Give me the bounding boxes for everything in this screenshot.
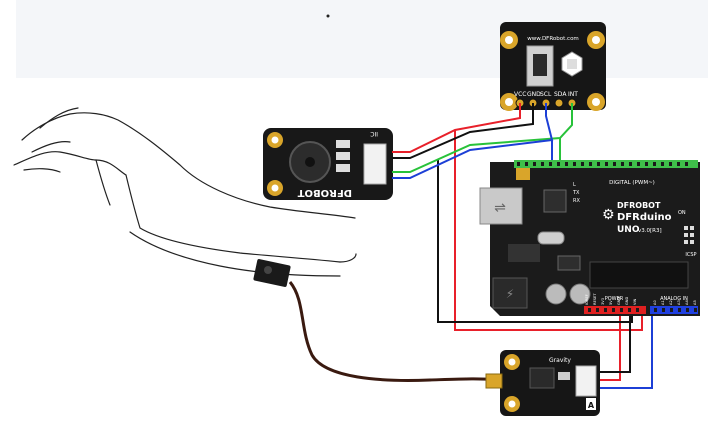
analog-header <box>650 306 698 314</box>
rx-label: RX <box>573 198 580 204</box>
power-pin-label: IOREF <box>585 294 589 305</box>
oled-pin-label: SCL <box>540 91 552 98</box>
power-pin-label: VIN <box>633 298 637 305</box>
power-label: POWER <box>605 296 624 302</box>
analog-pin-label: A0 <box>653 300 657 305</box>
analog-pin-label: A4 <box>685 300 689 305</box>
board-brand: DFROBOT <box>617 201 661 210</box>
tx-label: TX <box>572 190 580 196</box>
board-model: UNO <box>617 225 640 235</box>
board-version: v3.0[R3] <box>638 228 662 234</box>
wire-black-sensor <box>600 312 631 373</box>
oled-module: www.DFRobot.com VCC GND SCL SDA INT <box>500 22 606 111</box>
power-pin-label: GND <box>617 297 621 305</box>
wire-blue-scl <box>392 103 554 179</box>
buzzer-brand: DFROBOT <box>298 187 352 198</box>
arm-drawing <box>13 107 357 277</box>
wire-black-gnd <box>392 103 534 159</box>
l-label: L <box>573 182 576 188</box>
oled-pin-label: INT <box>568 91 578 98</box>
oled-pin-label: VCC <box>514 91 526 98</box>
mcu-chip <box>589 261 689 289</box>
power-jack <box>492 277 528 309</box>
gravity-sensor-module: Gravity A <box>485 350 600 416</box>
wires <box>392 103 653 389</box>
power-pin-label: 3V3 <box>601 298 605 305</box>
arduino-board: DIGITAL (PWM~) ⇌ ⚡ ⚙ DFROBOT DFRduino UN… <box>479 160 700 316</box>
power-pin-label: 5V <box>609 300 613 305</box>
sensor-cable <box>288 281 499 382</box>
oled-brand: www.DFRobot.com <box>527 36 579 42</box>
analog-label: ANALOG IN <box>660 296 688 302</box>
svg-text:⇌: ⇌ <box>494 200 506 216</box>
dot-mark <box>326 14 330 18</box>
oled-pin-label: SDA <box>554 91 567 98</box>
usb-port <box>479 187 523 225</box>
power-pin-label: GND <box>625 297 629 305</box>
wire-blue-analog <box>600 312 653 389</box>
icsp-label: ICSP <box>685 252 696 258</box>
analog-pin-label: A1 <box>661 300 665 305</box>
skin-sensor <box>253 259 291 287</box>
digital-label: DIGITAL (PWM~) <box>609 180 655 186</box>
buzzer-model: IIC <box>370 130 378 137</box>
oled-pin-labels: VCC GND SCL SDA INT <box>514 91 578 98</box>
analog-pin-label: A5 <box>693 300 697 305</box>
sensor-brand: Gravity <box>549 357 571 364</box>
sensor-mark: A <box>588 401 595 410</box>
on-label: ON <box>678 210 686 216</box>
svg-text:⚡: ⚡ <box>506 287 514 301</box>
analog-pin-label: A2 <box>669 300 673 305</box>
wire-red-sensor <box>600 312 621 381</box>
analog-pin-label: A3 <box>677 300 681 305</box>
power-pin-label: RESET <box>593 293 597 305</box>
logo-gear-icon: ⚙ <box>602 207 615 223</box>
wire-black-gnd-board <box>437 160 633 323</box>
buzzer-module: DFROBOT IIC <box>263 128 393 200</box>
wire-red-5v <box>454 130 643 331</box>
wire-green-sda <box>392 103 573 173</box>
board-name: DFRduino <box>617 212 672 223</box>
oled-pin-label: GND <box>527 91 541 98</box>
sensor-jack <box>485 373 503 389</box>
